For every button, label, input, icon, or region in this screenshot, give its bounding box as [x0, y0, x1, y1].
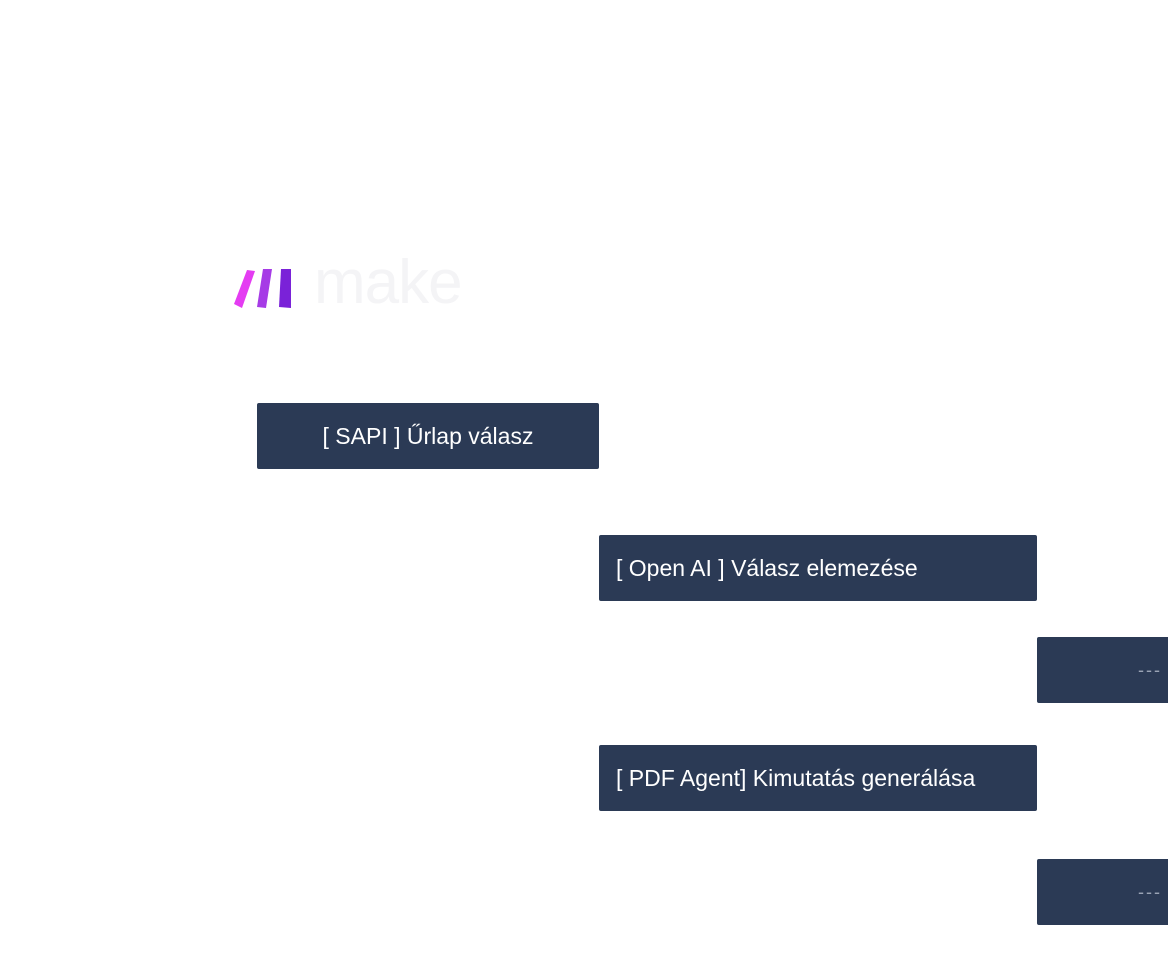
- node-label: [ SAPI ] Űrlap válasz: [322, 422, 534, 449]
- node-label: ---: [1138, 881, 1162, 902]
- node-sapi-form-response[interactable]: [ SAPI ] Űrlap válasz: [257, 403, 599, 469]
- node-label: [ Open AI ] Válasz elemezése: [616, 554, 918, 581]
- node-pdf-agent-report[interactable]: [ PDF Agent] Kimutatás generálása: [599, 745, 1037, 811]
- node-label: [ PDF Agent] Kimutatás generálása: [616, 764, 976, 791]
- make-wordmark: make: [314, 248, 463, 317]
- node-label: ---: [1138, 659, 1162, 680]
- make-logo-icon: [234, 269, 291, 308]
- make-logo: make: [232, 248, 463, 317]
- node-partial-right-2[interactable]: ---: [1037, 859, 1168, 925]
- node-openai-analysis[interactable]: [ Open AI ] Válasz elemezése: [599, 535, 1037, 601]
- node-partial-right-1[interactable]: ---: [1037, 637, 1168, 703]
